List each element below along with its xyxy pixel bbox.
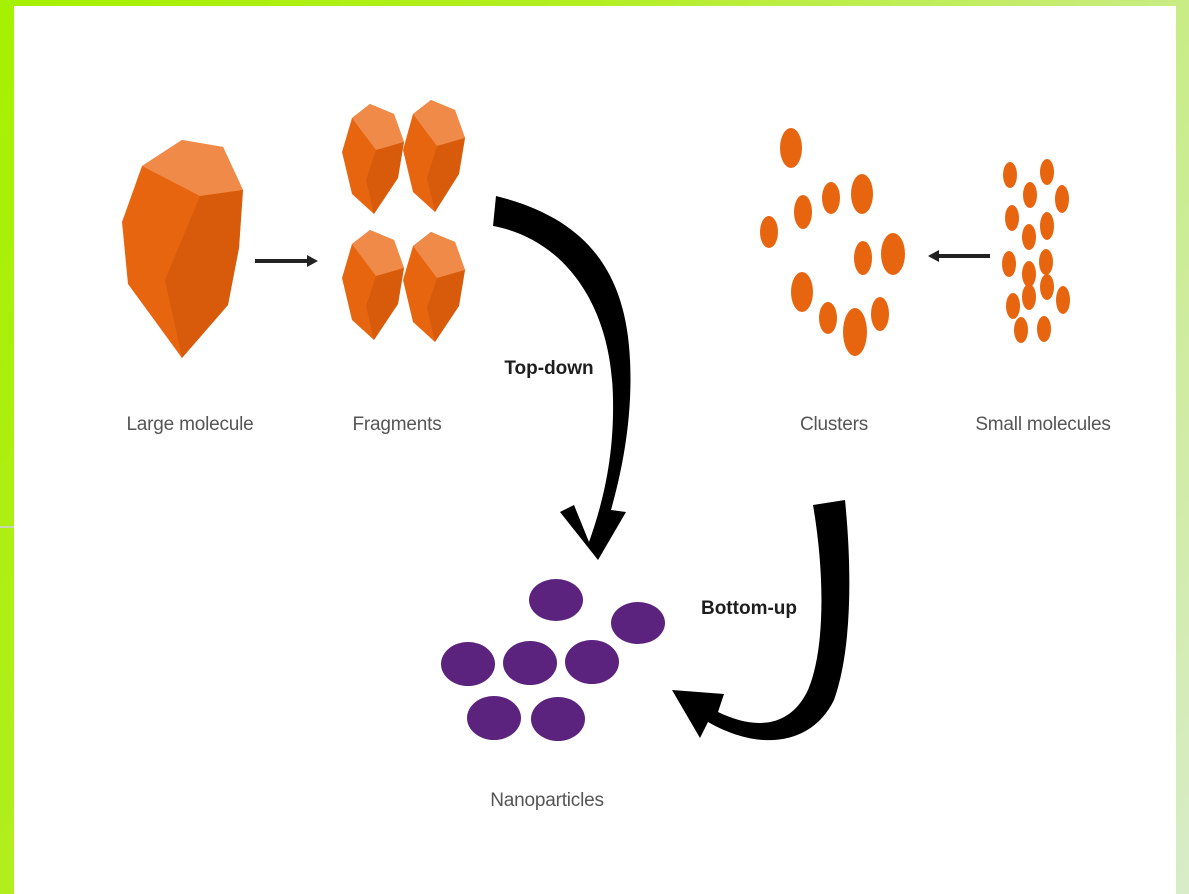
label-top-down: Top-down <box>504 358 593 380</box>
label-small-molecules: Small molecules <box>975 414 1110 436</box>
large-molecule-shape <box>122 140 243 358</box>
small-molecules-dots <box>1002 159 1070 343</box>
fragment-1 <box>342 104 404 214</box>
fragment-4 <box>403 232 465 342</box>
label-clusters: Clusters <box>800 414 868 436</box>
fragments-shapes <box>342 100 465 342</box>
fragment-3 <box>342 230 404 340</box>
fragment-2 <box>403 100 465 212</box>
label-large-molecule: Large molecule <box>126 414 253 436</box>
nanoparticles-dots <box>441 579 665 741</box>
arrow-large-to-fragments <box>255 255 318 267</box>
label-bottom-up: Bottom-up <box>701 598 797 620</box>
clusters-dots <box>760 128 905 356</box>
bottom-up-arrow <box>672 500 849 740</box>
label-nanoparticles: Nanoparticles <box>490 790 604 812</box>
arrow-small-to-clusters <box>928 250 990 262</box>
label-fragments: Fragments <box>352 414 441 436</box>
